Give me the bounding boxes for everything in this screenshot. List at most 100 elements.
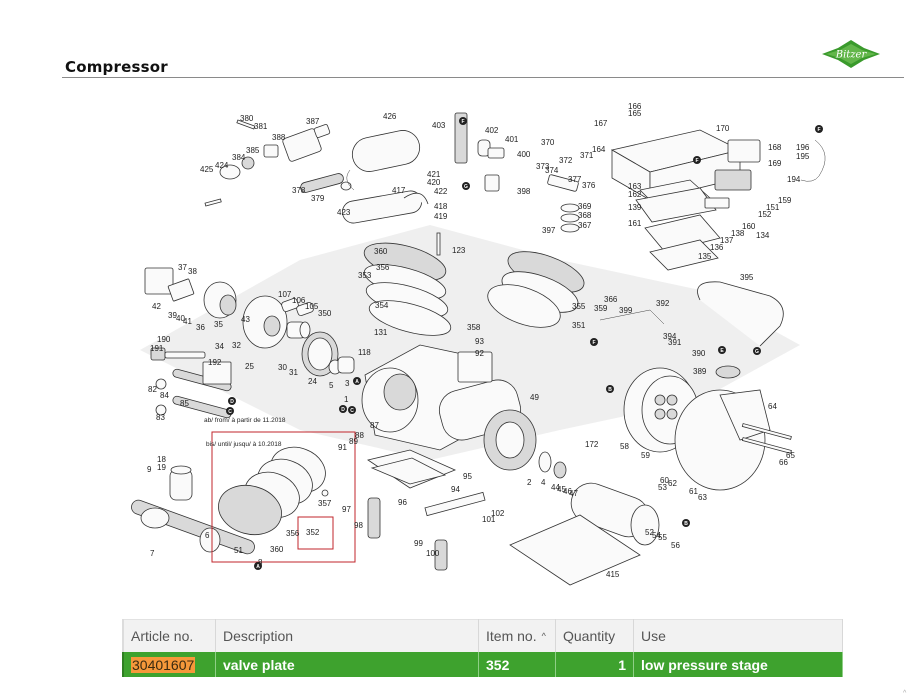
part-label-97[interactable]: 97 bbox=[342, 505, 351, 514]
part-label-84[interactable]: 84 bbox=[160, 391, 169, 400]
part-label-378[interactable]: 378 bbox=[292, 186, 306, 195]
part-label-44[interactable]: 44 bbox=[551, 483, 560, 492]
part-label-42[interactable]: 42 bbox=[152, 302, 161, 311]
part-label-357[interactable]: 357 bbox=[318, 499, 332, 508]
cell-item-no[interactable]: 352 bbox=[478, 652, 556, 677]
part-label-8[interactable]: 8 bbox=[258, 558, 263, 567]
part-label-192[interactable]: 192 bbox=[208, 358, 222, 367]
part-label-367[interactable]: 367 bbox=[578, 221, 592, 230]
part-label-360[interactable]: 360 bbox=[270, 545, 284, 554]
part-label-134[interactable]: 134 bbox=[756, 231, 770, 240]
part-label-166[interactable]: 166 bbox=[628, 102, 642, 111]
part-label-105[interactable]: 105 bbox=[305, 302, 319, 311]
part-label-19[interactable]: 19 bbox=[157, 463, 166, 472]
part-label-41[interactable]: 41 bbox=[183, 317, 192, 326]
part-label-358[interactable]: 358 bbox=[467, 323, 481, 332]
part-label-152[interactable]: 152 bbox=[758, 210, 772, 219]
part-label-366[interactable]: 366 bbox=[604, 295, 618, 304]
part-label-18[interactable]: 18 bbox=[157, 455, 166, 464]
part-label-191[interactable]: 191 bbox=[150, 344, 164, 353]
part-label-136[interactable]: 136 bbox=[710, 243, 724, 252]
part-label-139[interactable]: 139 bbox=[628, 203, 642, 212]
part-label-356[interactable]: 356 bbox=[376, 263, 390, 272]
part-label-46[interactable]: 46 bbox=[563, 487, 572, 496]
part-label-7[interactable]: 7 bbox=[150, 549, 155, 558]
caret-up-icon[interactable]: ^ bbox=[903, 690, 907, 697]
part-label-52[interactable]: 52 bbox=[645, 528, 654, 537]
part-label-47[interactable]: 47 bbox=[569, 489, 578, 498]
part-label-418[interactable]: 418 bbox=[434, 202, 448, 211]
part-label-96[interactable]: 96 bbox=[398, 498, 407, 507]
part-label-168[interactable]: 168 bbox=[768, 143, 782, 152]
part-label-169[interactable]: 169 bbox=[768, 159, 782, 168]
part-label-39[interactable]: 39 bbox=[168, 311, 177, 320]
column-header-use[interactable]: Use bbox=[633, 619, 843, 652]
part-label-419[interactable]: 419 bbox=[434, 212, 448, 221]
part-label-190[interactable]: 190 bbox=[157, 335, 171, 344]
part-label-420[interactable]: 420 bbox=[427, 178, 441, 187]
part-label-359[interactable]: 359 bbox=[594, 304, 608, 313]
part-label-170[interactable]: 170 bbox=[716, 124, 730, 133]
part-label-355[interactable]: 355 bbox=[572, 302, 586, 311]
caret-up-icon[interactable]: ^ bbox=[541, 631, 546, 641]
part-label-389[interactable]: 389 bbox=[693, 367, 707, 376]
part-label-45[interactable]: 45 bbox=[557, 485, 566, 494]
part-label-424[interactable]: 424 bbox=[215, 161, 229, 170]
part-label-35[interactable]: 35 bbox=[214, 320, 223, 329]
part-label-398[interactable]: 398 bbox=[517, 187, 531, 196]
part-label-25[interactable]: 25 bbox=[245, 362, 254, 371]
part-label-58[interactable]: 58 bbox=[620, 442, 629, 451]
column-header-quantity[interactable]: Quantity bbox=[555, 619, 634, 652]
part-label-40[interactable]: 40 bbox=[176, 314, 185, 323]
part-label-30[interactable]: 30 bbox=[278, 363, 287, 372]
part-label-138[interactable]: 138 bbox=[731, 229, 745, 238]
part-label-64[interactable]: 64 bbox=[768, 402, 777, 411]
part-label-92[interactable]: 92 bbox=[475, 349, 484, 358]
part-label-360[interactable]: 360 bbox=[374, 247, 388, 256]
part-label-56[interactable]: 56 bbox=[671, 541, 680, 550]
part-label-89[interactable]: 89 bbox=[349, 437, 358, 446]
cell-quantity[interactable]: 1 bbox=[555, 652, 634, 677]
part-label-402[interactable]: 402 bbox=[485, 126, 499, 135]
column-header-item-no[interactable]: Item no.^ bbox=[478, 619, 556, 652]
part-label-388[interactable]: 388 bbox=[272, 133, 286, 142]
part-label-395[interactable]: 395 bbox=[740, 273, 754, 282]
part-label-123[interactable]: 123 bbox=[452, 246, 466, 255]
part-label-5[interactable]: 5 bbox=[329, 381, 334, 390]
part-label-392[interactable]: 392 bbox=[656, 299, 670, 308]
part-label-59[interactable]: 59 bbox=[641, 451, 650, 460]
part-label-423[interactable]: 423 bbox=[337, 208, 351, 217]
part-label-387[interactable]: 387 bbox=[306, 117, 320, 126]
part-label-421[interactable]: 421 bbox=[427, 170, 441, 179]
part-label-165[interactable]: 165 bbox=[628, 109, 642, 118]
part-label-102[interactable]: 102 bbox=[491, 509, 505, 518]
part-label-369[interactable]: 369 bbox=[578, 202, 592, 211]
part-label-372[interactable]: 372 bbox=[559, 156, 573, 165]
part-label-1[interactable]: 1 bbox=[344, 395, 349, 404]
part-label-83[interactable]: 83 bbox=[156, 413, 165, 422]
part-label-160[interactable]: 160 bbox=[742, 222, 756, 231]
part-label-49[interactable]: 49 bbox=[530, 393, 539, 402]
part-label-43[interactable]: 43 bbox=[241, 315, 250, 324]
part-label-380[interactable]: 380 bbox=[240, 114, 254, 123]
part-label-53[interactable]: 53 bbox=[658, 483, 667, 492]
part-label-65[interactable]: 65 bbox=[786, 451, 795, 460]
part-label-94[interactable]: 94 bbox=[451, 485, 460, 494]
part-label-37[interactable]: 37 bbox=[178, 263, 187, 272]
part-label-54[interactable]: 54 bbox=[652, 531, 661, 540]
part-label-9[interactable]: 9 bbox=[147, 465, 152, 474]
cell-use[interactable]: low pressure stage bbox=[633, 652, 843, 677]
part-label-163[interactable]: 163 bbox=[628, 182, 642, 191]
part-label-101[interactable]: 101 bbox=[482, 515, 496, 524]
part-label-131[interactable]: 131 bbox=[374, 328, 388, 337]
part-label-66[interactable]: 66 bbox=[779, 458, 788, 467]
part-label-385[interactable]: 385 bbox=[246, 146, 260, 155]
part-label-2[interactable]: 2 bbox=[527, 478, 532, 487]
part-label-36[interactable]: 36 bbox=[196, 323, 205, 332]
part-label-32[interactable]: 32 bbox=[232, 341, 241, 350]
part-label-85[interactable]: 85 bbox=[180, 399, 189, 408]
part-label-82[interactable]: 82 bbox=[148, 385, 157, 394]
part-label-4[interactable]: 4 bbox=[541, 478, 546, 487]
part-label-93[interactable]: 93 bbox=[475, 337, 484, 346]
